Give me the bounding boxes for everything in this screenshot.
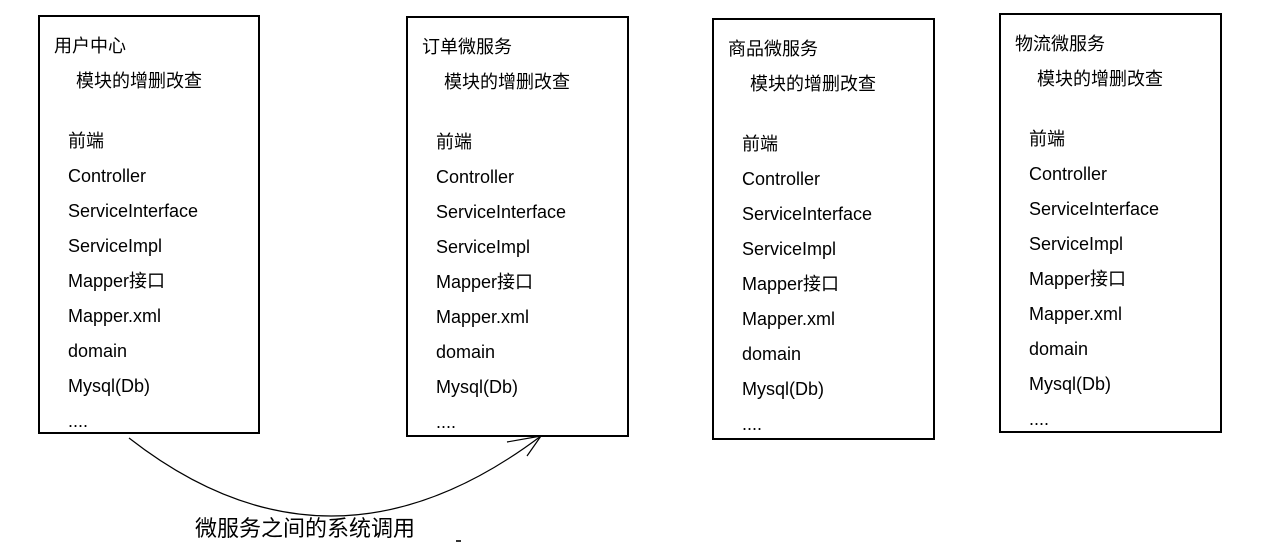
box-title: 用户中心 [54, 36, 126, 56]
box-item: Controller [1029, 164, 1108, 184]
box-item: Mysql(Db) [436, 377, 519, 397]
spacer [408, 100, 627, 125]
box-item: Controller [436, 167, 515, 187]
box-product-service: 商品微服务 模块的增删改查 前端 Controller ServiceInter… [712, 18, 935, 440]
box-subtitle: 模块的增删改查 [76, 71, 202, 91]
box-item: .... [1029, 409, 1050, 429]
box-item: Mapper.xml [1029, 304, 1123, 324]
box-title: 物流微服务 [1015, 34, 1105, 54]
box-item: ServiceInterface [742, 204, 873, 224]
box-item: Mapper.xml [436, 307, 530, 327]
box-item: domain [1029, 339, 1089, 359]
box-title: 商品微服务 [728, 39, 818, 59]
box-item: Mapper接口 [742, 274, 840, 294]
box-subtitle: 模块的增删改查 [750, 74, 876, 94]
spacer [1001, 97, 1220, 122]
box-item: .... [68, 411, 89, 431]
box-item: ServiceInterface [436, 202, 567, 222]
box-logistics-service: 物流微服务 模块的增删改查 前端 Controller ServiceInter… [999, 13, 1222, 433]
box-item: Controller [68, 166, 147, 186]
box-item: 前端 [1029, 129, 1065, 149]
box-item: Mapper接口 [68, 271, 166, 291]
box-item: ServiceImpl [436, 237, 531, 257]
arrow-label: 微服务之间的系统调用 [195, 516, 416, 541]
box-item: 前端 [436, 132, 472, 152]
box-item: Mapper接口 [1029, 269, 1127, 289]
box-item: 前端 [68, 131, 104, 151]
box-item: Mysql(Db) [742, 379, 825, 399]
box-item: Mapper.xml [68, 306, 162, 326]
box-item: .... [742, 414, 763, 434]
box-item: ServiceInterface [68, 201, 199, 221]
box-item: Mysql(Db) [68, 376, 151, 396]
box-item: .... [436, 412, 457, 432]
box-item: ServiceInterface [1029, 199, 1160, 219]
box-item: Controller [742, 169, 821, 189]
box-item: ServiceImpl [1029, 234, 1124, 254]
box-item: domain [742, 344, 802, 364]
box-subtitle: 模块的增删改查 [1037, 69, 1163, 89]
box-title: 订单微服务 [422, 37, 512, 57]
box-item: Mapper接口 [436, 272, 534, 292]
box-item: domain [68, 341, 128, 361]
box-item: ServiceImpl [68, 236, 163, 256]
box-order-service: 订单微服务 模块的增删改查 前端 Controller ServiceInter… [406, 16, 629, 437]
box-item: Mapper.xml [742, 309, 836, 329]
box-item: 前端 [742, 134, 778, 154]
box-user-center: 用户中心 模块的增删改查 前端 Controller ServiceInterf… [38, 15, 260, 434]
box-item: Mysql(Db) [1029, 374, 1112, 394]
box-subtitle: 模块的增删改查 [444, 72, 570, 92]
box-item: ServiceImpl [742, 239, 837, 259]
stray-mark [456, 540, 461, 542]
spacer [40, 99, 258, 124]
spacer [714, 102, 933, 127]
box-item: domain [436, 342, 496, 362]
